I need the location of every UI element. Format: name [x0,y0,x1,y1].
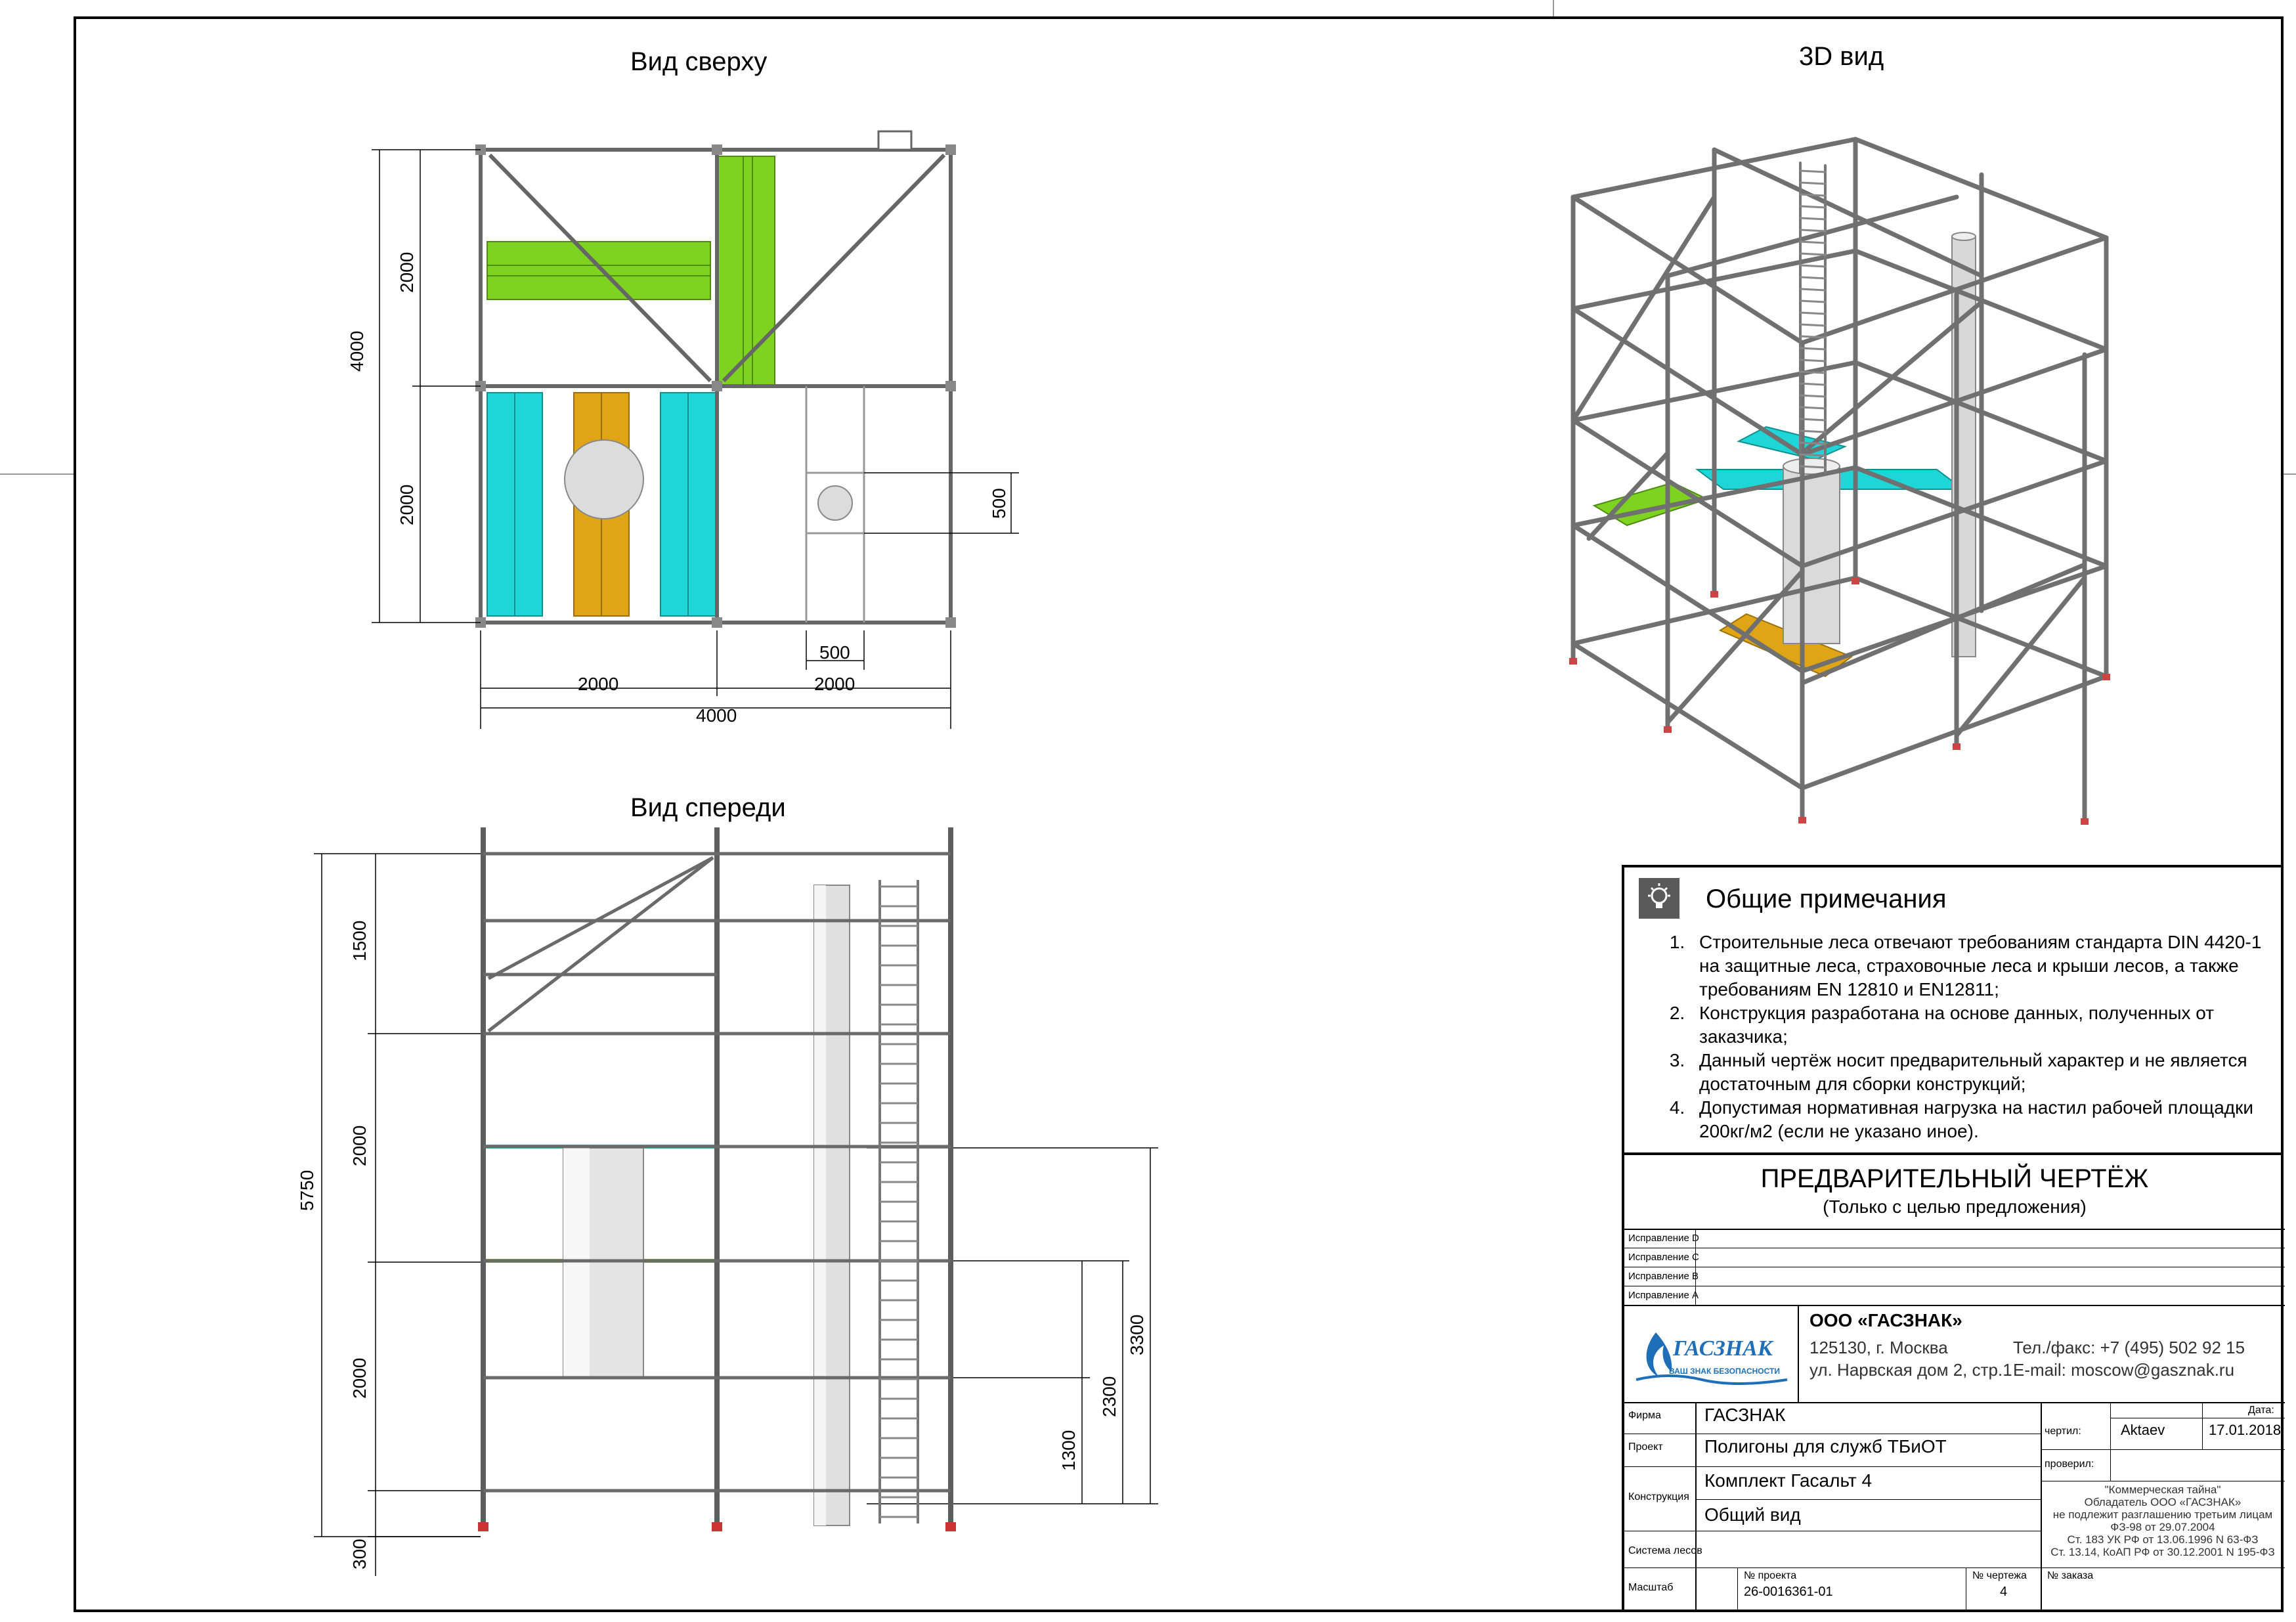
dim-top-hatch-depth: 500 [989,488,1009,519]
notes-title: Общие примечания [1706,885,1947,913]
top-view [372,130,1019,729]
ladder-rung [1799,299,1827,303]
checked-label: проверил: [2045,1458,2094,1470]
construction-value: Комплект Гасальт 4 [1704,1470,1873,1491]
scale-label: Масштаб [1628,1582,1674,1593]
system-label: Система лесов [1628,1545,1702,1556]
project-label: Проект [1628,1441,1663,1453]
company-logo: ГАСЗНАК ВАШ ЗНАК БЕЗОПАСНОСТИ [1630,1319,1794,1392]
green-deck-horizontal [487,241,711,300]
dim-front-level3: 3300 [1127,1314,1147,1355]
project-value: Полигоны для служб ТБиОТ [1704,1436,1947,1457]
ladder-rung [1799,311,1827,315]
construction-label: Конструкция [1628,1491,1689,1502]
ladder-rung [1799,276,1827,280]
ladder-rung [1799,335,1827,339]
general-notes: Общие примечания Строительные леса отвеч… [1622,865,2282,1155]
revision-row: Исправление C [1624,1248,2285,1267]
company-phone: Тел./факс: +7 (495) 502 92 15 [2013,1338,2245,1357]
ladder-rung [1799,288,1827,292]
ladder-rung [1799,359,1827,362]
drawing-no-value: 4 [2000,1585,2008,1599]
note-item: Конструкция разработана на основе данных… [1690,1001,2268,1049]
logo-tagline: ВАШ ЗНАК БЕЗОПАСНОСТИ [1669,1367,1780,1376]
dim-front-level1: 1300 [1058,1430,1079,1471]
note-item: Строительные леса отвечают требованиям с… [1690,931,2268,1001]
tank-top [564,439,644,519]
ladder-rung [1799,465,1827,469]
ladder-rung [1799,406,1827,410]
top-view-title: Вид сверху [630,47,768,76]
ladder-rung [1799,252,1827,256]
ladder-rung [1799,205,1827,209]
ladder-rung [1799,323,1827,327]
lightbulb-icon [1639,878,1679,919]
project-no-value: 26-0016361-01 [1744,1585,1833,1599]
ladder-rung [1799,240,1827,244]
drawing-no-label: № чертежа [1972,1570,2027,1581]
note-item: Допустимая нормативная нагрузка на насти… [1690,1096,2268,1143]
iso-view-title: 3D вид [1799,42,1884,71]
confidentiality-note: "Коммерческая тайна" Обладатель ООО «ГАС… [2050,1483,2275,1558]
ladder-rung [1799,264,1827,268]
dim-top-bottom-total: 4000 [696,705,737,726]
ladder-rung [1799,394,1827,398]
dim-top-bottom-right: 2000 [814,674,856,694]
company-email: E-mail: moscow@gasznak.ru [2013,1360,2235,1380]
ladder-rung [1799,347,1827,351]
iso-view [1569,137,2110,825]
drew-date: 17.01.2018 [2209,1422,2282,1438]
drew-value: Aktaev [2121,1422,2165,1438]
dim-top-left-upper: 2000 [397,252,417,293]
ladder-rung [1799,418,1827,422]
drew-label: чертил: [2045,1426,2081,1437]
preliminary-subtitle: (Только с целью предложения) [1823,1196,2087,1217]
front-view-title: Вид спереди [630,793,786,822]
revision-row: Исправление B [1624,1267,2285,1286]
ladder-rung [1799,382,1827,386]
preliminary-title: ПРЕДВАРИТЕЛЬНЫЙ ЧЕРТЁЖ [1760,1164,2149,1193]
dim-front-seg4: 300 [349,1539,370,1569]
dim-top-left-lower: 2000 [397,484,417,525]
order-no-label: № заказа [2047,1570,2094,1581]
revision-row: Исправление A [1624,1286,2285,1306]
ladder-rung [1799,453,1827,457]
title-block: ПРЕДВАРИТЕЛЬНЫЙ ЧЕРТЁЖ (Только с целью п… [1622,1155,2285,1612]
firm-label: Фирма [1628,1410,1661,1421]
ladder-rung [1799,229,1827,232]
notes-list: Строительные леса отвечают требованиям с… [1651,931,2268,1143]
pipe-top [817,485,853,521]
ladder-rung [1799,181,1827,185]
dim-top-hatch-width: 500 [819,642,850,663]
company-address1: 125130, г. Москва [1809,1338,1948,1357]
front-view [314,827,1158,1576]
construction-value: Общий вид [1704,1504,1801,1525]
note-item: Данный чертёж носит предварительный хара… [1690,1049,2268,1096]
company-name: ООО «ГАСЗНАК» [1809,1310,1962,1330]
preliminary-header: ПРЕДВАРИТЕЛЬНЫЙ ЧЕРТЁЖ (Только с целью п… [1624,1155,2285,1230]
dim-front-level2: 2300 [1099,1376,1119,1417]
ladder-rung [1799,193,1827,197]
ladder-rung [1799,441,1827,445]
logo-text: ГАСЗНАК [1673,1336,1773,1361]
firm-value: ГАСЗНАК [1704,1405,1786,1425]
ladder-rung [1799,429,1827,433]
ladder-rung [1799,370,1827,374]
dim-front-seg3: 2000 [349,1357,370,1399]
dim-front-seg1: 1500 [349,920,370,961]
company-address2: ул. Нарвская дом 2, стр.1 [1809,1360,2012,1380]
drawing-frame [74,16,2284,1612]
ladder-rung [1799,217,1827,221]
dim-top-left-outer: 4000 [347,330,367,372]
date-label: Дата: [2248,1405,2274,1416]
project-no-label: № проекта [1744,1570,1797,1581]
green-deck-vertical [718,156,775,387]
revision-row: Исправление D [1624,1229,2285,1248]
ladder-rung [1799,169,1827,173]
dim-top-bottom-left: 2000 [578,674,619,694]
dim-front-seg2: 2000 [349,1125,370,1166]
dim-front-total: 5750 [297,1170,317,1211]
